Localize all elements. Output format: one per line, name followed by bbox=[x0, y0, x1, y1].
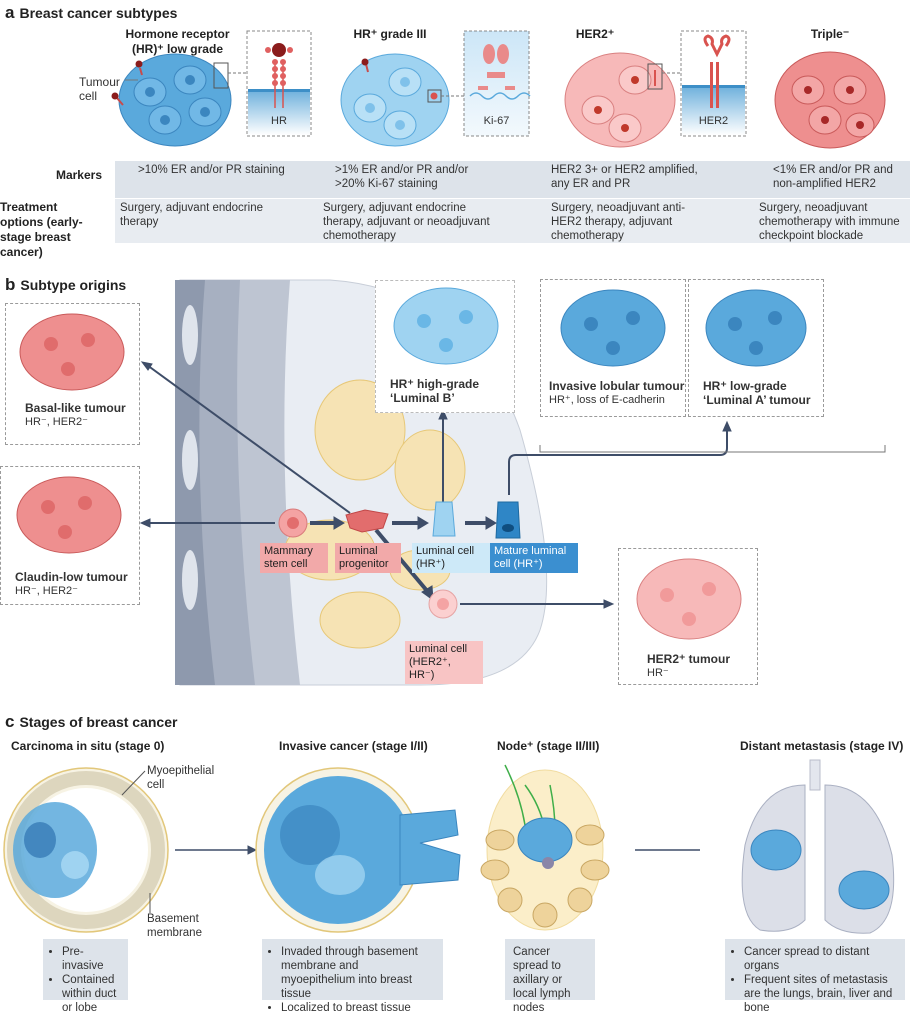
treatment-triple-neg: Surgery, neoadjuvant chemotherapy with i… bbox=[759, 202, 900, 242]
stage-4-title: Distant metastasis (stage IV) bbox=[740, 739, 904, 753]
stage-1-2-description: Invaded through basement membrane and my… bbox=[262, 939, 443, 1014]
her2-inset-label: HER2 bbox=[698, 115, 729, 127]
her2-tumour-box: HER2⁺ tumour HR⁻ bbox=[618, 548, 758, 685]
stage-node-title: Node⁺ (stage II/III) bbox=[497, 739, 600, 753]
panel-c-letter: c bbox=[5, 712, 15, 731]
subtype-title-her2: HER2⁺ bbox=[575, 27, 615, 41]
invasive-cancer-duct bbox=[255, 767, 461, 933]
her2-tumour-desc: HR⁻ bbox=[647, 667, 669, 679]
basal-like-box: Basal-like tumour HR⁻, HER2⁻ bbox=[5, 303, 140, 445]
treatment-row bbox=[115, 199, 910, 243]
stage-4-description: Cancer spread to distant organs Frequent… bbox=[725, 939, 905, 1014]
tumour-cell-label: Tumour cell bbox=[79, 75, 120, 103]
tumour-cluster-hr-grade3 bbox=[340, 53, 450, 147]
luminal-a-box: HR⁺ low-grade ‘Luminal A’ tumour bbox=[688, 279, 824, 417]
basal-like-cluster bbox=[19, 313, 125, 391]
marker-hr-low: >10% ER and/or PR staining bbox=[138, 164, 285, 176]
luminal-progenitor-cell bbox=[345, 509, 389, 533]
claudin-low-cluster bbox=[16, 476, 122, 554]
stage-0-bullet: Pre-invasive bbox=[62, 945, 120, 973]
ki67-inset-label: Ki-67 bbox=[483, 115, 510, 127]
basal-like-name: Basal-like tumour bbox=[25, 401, 126, 415]
panel-a-title-text: Breast cancer subtypes bbox=[19, 5, 178, 21]
markers-row bbox=[115, 161, 910, 198]
lymph-node bbox=[480, 764, 610, 931]
tumour-cluster-triple-neg bbox=[774, 51, 886, 149]
ki67-inset bbox=[463, 30, 531, 137]
luminal-b-name2: ‘Luminal B’ bbox=[390, 391, 455, 405]
mammary-stem-cell-label: Mammary stem cell bbox=[260, 543, 328, 573]
panel-a-illustrations bbox=[111, 30, 886, 149]
mature-luminal-cell bbox=[495, 501, 521, 539]
stage-4-bullet: Cancer spread to distant organs bbox=[744, 945, 897, 973]
myoepithelial-label: Myoepithelial cell bbox=[147, 765, 215, 791]
stage-1-2-title: Invasive cancer (stage I/II) bbox=[279, 739, 428, 753]
her2-inset bbox=[680, 30, 747, 137]
luminal-b-box: HR⁺ high-grade ‘Luminal B’ bbox=[375, 280, 515, 413]
carcinoma-in-situ-duct bbox=[3, 767, 169, 933]
claudin-low-desc: HR⁻, HER2⁻ bbox=[15, 585, 78, 597]
mature-luminal-cell-label: Mature luminal cell (HR⁺) bbox=[490, 543, 578, 573]
stage-1-2-bullet: Invaded through basement membrane and my… bbox=[281, 945, 435, 1001]
panel-b-letter: b bbox=[5, 275, 16, 294]
lineage-arrows bbox=[139, 361, 732, 609]
invasive-lobular-name: Invasive lobular tumour bbox=[549, 379, 685, 393]
stage-1-2-bullet: Localized to breast tissue bbox=[281, 1001, 435, 1015]
markers-row-label: Markers bbox=[55, 168, 102, 182]
luminal-a-name: HR⁺ low-grade bbox=[703, 379, 787, 393]
arrow-to-luminal-a bbox=[508, 430, 728, 495]
tumour-cluster-her2 bbox=[564, 52, 676, 148]
stage-4-bullet: Frequent sites of metastasis are the lun… bbox=[744, 973, 897, 1015]
bracket bbox=[539, 445, 886, 453]
arrow-to-basal bbox=[146, 364, 351, 514]
tumour-cluster-hr-low bbox=[118, 53, 232, 147]
panel-c-title-text: Stages of breast cancer bbox=[19, 714, 178, 730]
luminal-cell-hr-label: Luminal cell (HR⁺) bbox=[412, 543, 490, 573]
marker-triple-neg: <1% ER and/or PR and non-amplified HER2 bbox=[773, 164, 893, 190]
basement-membrane-label: Basement membrane bbox=[147, 913, 202, 939]
subtype-title-triple-neg: Triple⁻ bbox=[810, 27, 850, 41]
luminal-b-cluster bbox=[393, 287, 499, 365]
hr-callout-box bbox=[213, 62, 229, 89]
luminal-cell-her2-label: Luminal cell (HER2⁺, HR⁻) bbox=[405, 641, 483, 684]
panel-a-letter: a bbox=[5, 3, 15, 22]
myoepithelial-pointer bbox=[121, 770, 146, 796]
luminal-a-cluster bbox=[705, 289, 807, 367]
her2-tumour-name: HER2⁺ tumour bbox=[647, 652, 731, 666]
stage-illustrations bbox=[3, 759, 895, 934]
treatment-row-label: Treatment options (early-stage breast ca… bbox=[0, 200, 83, 259]
claudin-low-name: Claudin-low tumour bbox=[15, 570, 128, 584]
hr-inset-label-text: HR bbox=[271, 115, 287, 127]
lungs bbox=[741, 759, 895, 934]
stage-node-description: Cancer spread to axillary or local lymph… bbox=[505, 939, 595, 1014]
invasive-lobular-cluster bbox=[560, 289, 666, 367]
hr-inset bbox=[246, 30, 312, 137]
stage-0-description: Pre-invasive Contained within duct or lo… bbox=[43, 939, 128, 1014]
her2-tumour-cluster bbox=[636, 558, 742, 640]
receptor-icons bbox=[111, 60, 143, 106]
panel-b-title-text: Subtype origins bbox=[20, 277, 127, 293]
marker-hr-grade3: >1% ER and/or PR and/or >20% Ki-67 stain… bbox=[335, 164, 469, 190]
claudin-low-box: Claudin-low tumour HR⁻, HER2⁻ bbox=[0, 466, 140, 605]
arrow-progenitor-to-her2 bbox=[374, 528, 430, 594]
invasive-lobular-box: Invasive lobular tumour HR⁺, loss of E-c… bbox=[540, 279, 686, 417]
treatment-her2: Surgery, neoadjuvant anti-HER2 therapy, … bbox=[551, 202, 686, 242]
treatment-hr-low: Surgery, adjuvant endocrine therapy bbox=[120, 202, 263, 228]
stage-arrows bbox=[175, 845, 700, 855]
luminal-cell-hr bbox=[432, 501, 456, 537]
invasive-lobular-desc: HR⁺, loss of E-cadherin bbox=[549, 394, 665, 406]
stage-0-bullet: Contained within duct or lobe bbox=[62, 973, 120, 1015]
luminal-b-name: HR⁺ high-grade bbox=[390, 377, 479, 391]
luminal-progenitor-label: Luminal progenitor bbox=[335, 543, 401, 573]
luminal-a-name2: ‘Luminal A’ tumour bbox=[703, 393, 811, 407]
stage-0-title: Carcinoma in situ (stage 0) bbox=[11, 739, 165, 753]
subtype-title-hr-low: Hormone receptor (HR)⁺ low grade bbox=[125, 27, 230, 56]
basal-like-desc: HR⁻, HER2⁻ bbox=[25, 416, 88, 428]
subtype-title-hr-grade3: HR⁺ grade III bbox=[353, 27, 427, 41]
treatment-hr-grade3: Surgery, adjuvant endocrine therapy, adj… bbox=[323, 202, 490, 242]
marker-her2: HER2 3+ or HER2 amplified, any ER and PR bbox=[551, 164, 698, 190]
